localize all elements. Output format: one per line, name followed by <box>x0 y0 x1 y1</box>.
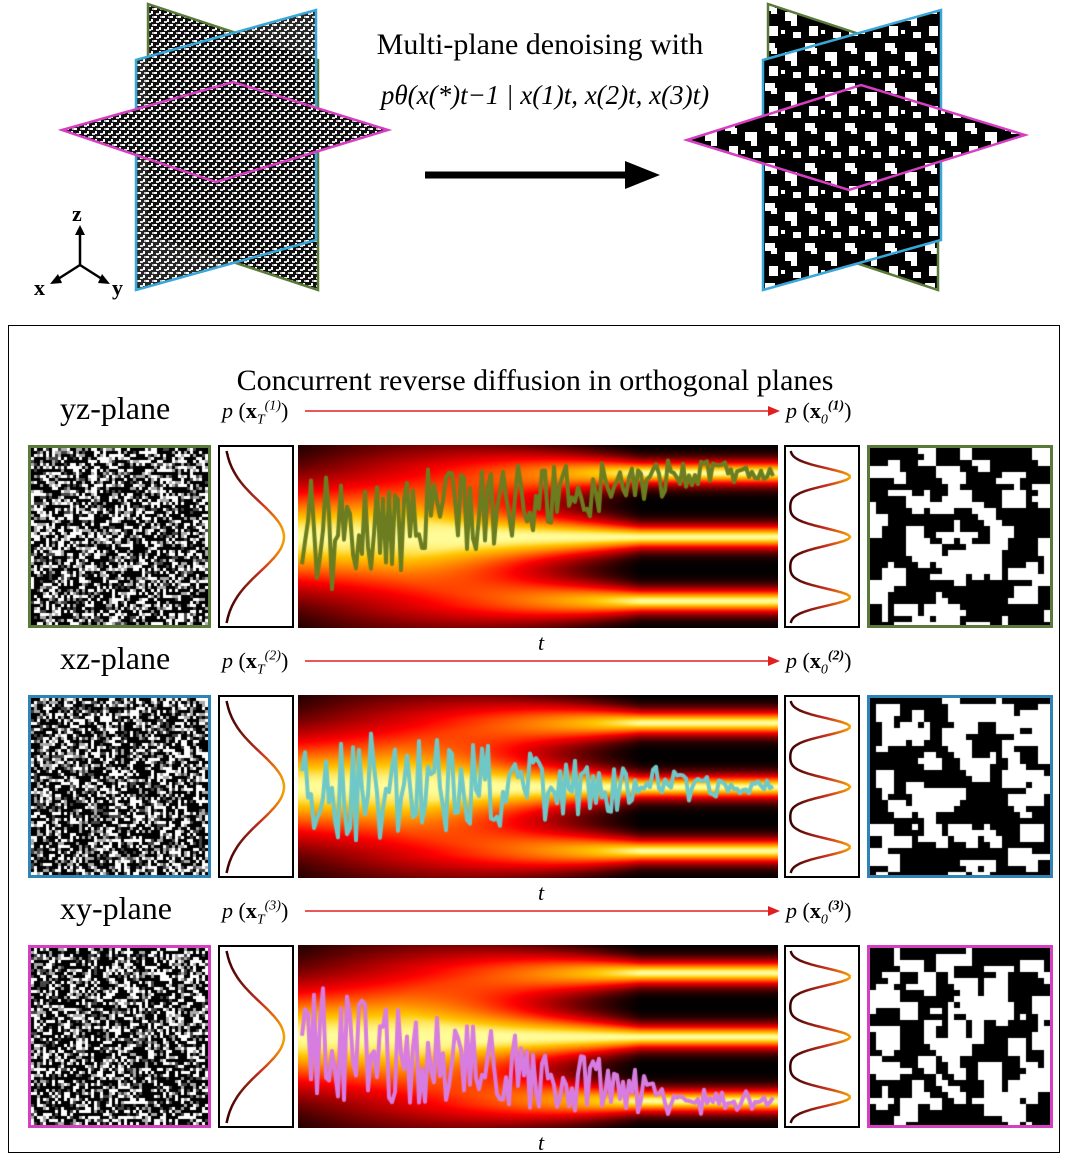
reverse-diffusion-panel: Concurrent reverse diffusion in orthogon… <box>8 325 1060 1153</box>
denoised-image-xy-plane <box>867 945 1053 1128</box>
denoising-caption: Multi-plane denoising with <box>376 28 704 61</box>
axis-y-label: y <box>112 275 123 300</box>
diffusion-heatmap-xz-plane <box>298 695 778 878</box>
denoised-image-yz-plane <box>867 445 1053 628</box>
formula-text: pθ(x(*)t−1 | x(1)t, x(2)t, x(3)t) <box>380 80 710 110</box>
time-arrow <box>305 904 780 918</box>
final-distribution-1 <box>784 445 860 628</box>
denoised-canvas <box>870 448 1050 625</box>
xy-plane-3d-denoised <box>682 83 1030 192</box>
final-label-3: p (x0(3)) <box>786 898 852 928</box>
panel-title: Concurrent reverse diffusion in orthogon… <box>236 364 834 397</box>
noisy-volume-figure <box>50 0 410 295</box>
prior-distribution-2 <box>218 695 294 878</box>
denoised-canvas <box>870 698 1050 875</box>
axis-triad: z x y <box>30 201 130 300</box>
denoised-image-xz-plane <box>867 695 1053 878</box>
prior-label-2: p (xT(2)) <box>222 648 289 678</box>
noise-canvas <box>31 948 208 1125</box>
prior-distribution-3 <box>218 945 294 1128</box>
prior-distribution-1 <box>218 445 294 628</box>
xy-plane-3d <box>57 80 393 184</box>
noise-canvas <box>31 448 208 625</box>
time-arrow <box>305 654 780 668</box>
denoised-canvas <box>870 948 1050 1125</box>
noise-image-yz-plane <box>28 445 211 628</box>
final-distribution-2 <box>784 695 860 878</box>
final-label-2: p (x0(2)) <box>786 648 852 678</box>
diffusion-heatmap-yz-plane <box>298 445 778 628</box>
axis-z-label: z <box>72 201 82 226</box>
plane-label-xz-plane: xz-plane <box>60 640 171 676</box>
final-label-1: p (x0(1)) <box>786 398 852 428</box>
prior-label-1: p (xT(1)) <box>222 398 289 428</box>
noise-canvas <box>31 698 208 875</box>
time-axis-label: t <box>538 630 545 655</box>
time-axis-label: t <box>538 1130 545 1155</box>
time-axis-label: t <box>538 880 545 905</box>
denoising-formula: pθ(x(*)t−1 | x(1)t, x(2)t, x(3)t) <box>380 80 710 111</box>
axis-x-label: x <box>34 275 45 300</box>
plane-label-xy-plane: xy-plane <box>60 890 172 926</box>
final-distribution-3 <box>784 945 860 1128</box>
denoise-arrow <box>425 160 665 190</box>
plane-label-yz-plane: yz-plane <box>60 390 171 426</box>
prior-label-3: p (xT(3)) <box>222 898 289 928</box>
noisy-volume-planes <box>57 2 393 292</box>
diffusion-heatmap-xy-plane <box>298 945 778 1128</box>
denoised-volume-planes <box>682 2 1030 292</box>
noise-image-xz-plane <box>28 695 211 878</box>
noise-image-xy-plane <box>28 945 211 1128</box>
time-arrow <box>305 404 780 418</box>
denoised-volume-figure <box>682 0 1063 295</box>
